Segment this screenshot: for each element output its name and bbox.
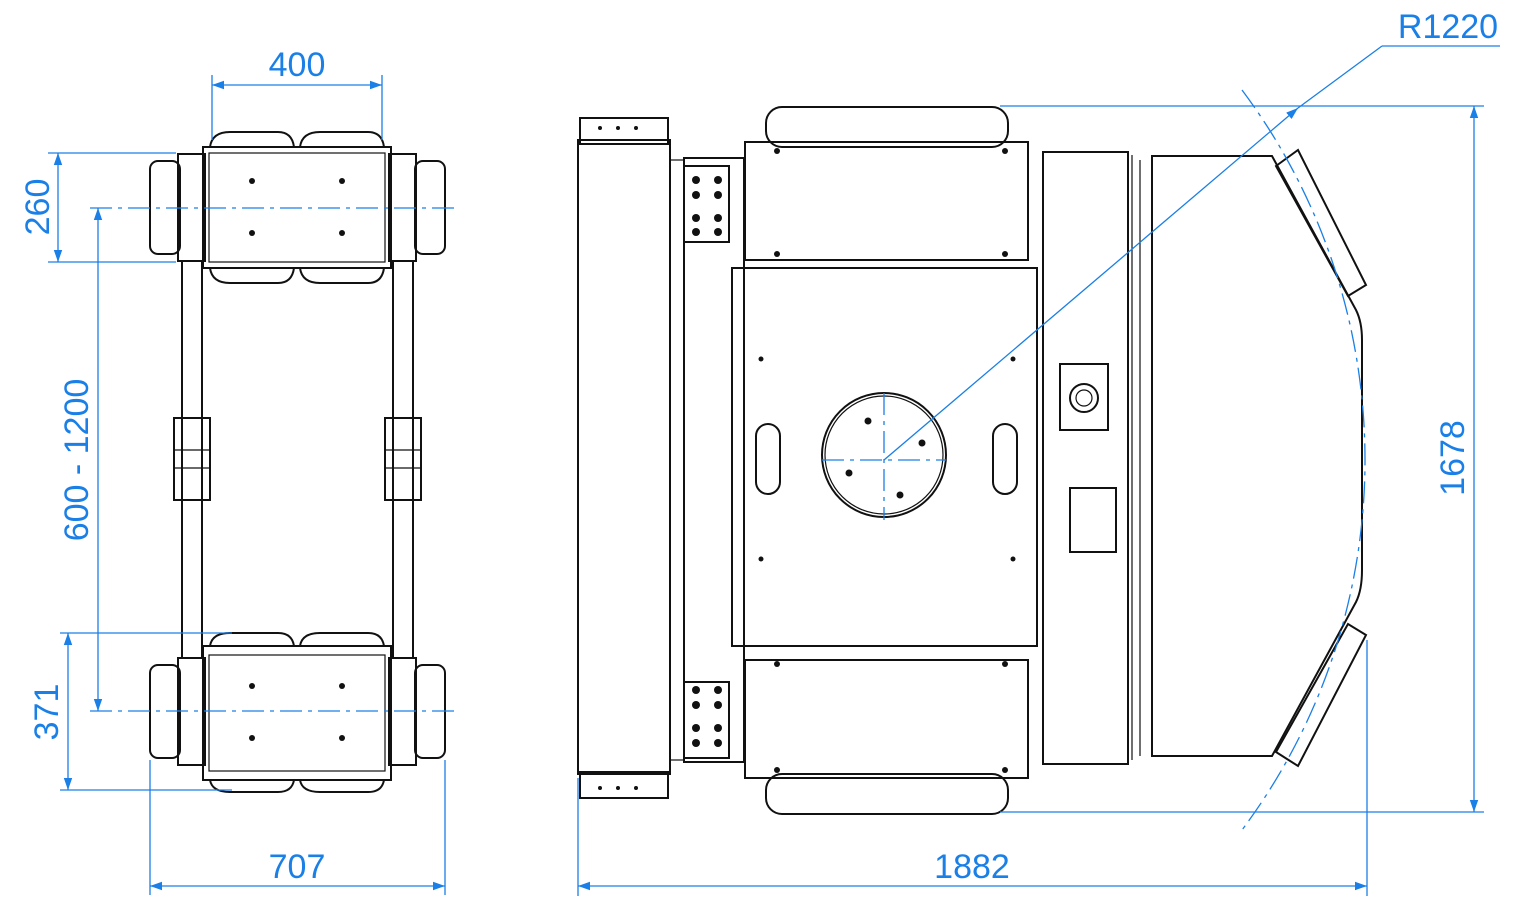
dim-label-260: 260 xyxy=(19,179,57,236)
dimension-radius: R1220 xyxy=(883,8,1500,831)
rear-panel xyxy=(577,117,745,799)
dimension-track-range: 600 - 1200 xyxy=(58,207,455,712)
dim-label-400: 400 xyxy=(269,46,326,84)
front-body xyxy=(1151,148,1368,768)
drive-modules xyxy=(744,106,1029,815)
dimension-707: 707 xyxy=(149,760,446,895)
dim-label-1882: 1882 xyxy=(934,848,1010,886)
dim-label-707: 707 xyxy=(269,848,326,886)
dimension-1678: 1678 xyxy=(1000,105,1484,813)
top-view: R1220 1678 1882 xyxy=(577,8,1500,896)
dimension-371: 371 xyxy=(28,632,232,791)
side-rails xyxy=(173,260,422,659)
dim-label-track-range: 600 - 1200 xyxy=(58,379,96,542)
rear-wheel-module xyxy=(149,632,446,793)
control-section xyxy=(1042,151,1141,765)
dimension-1882: 1882 xyxy=(577,640,1368,896)
dim-label-1678: 1678 xyxy=(1434,420,1472,496)
dim-label-radius: R1220 xyxy=(1398,8,1498,46)
dim-label-371: 371 xyxy=(28,684,66,741)
dimension-400: 400 xyxy=(211,46,383,140)
center-plate xyxy=(731,267,1038,647)
dimension-260: 260 xyxy=(19,152,176,263)
mounting-brackets xyxy=(683,165,730,759)
end-view: 400 260 600 - 1200 371 707 xyxy=(19,46,455,895)
